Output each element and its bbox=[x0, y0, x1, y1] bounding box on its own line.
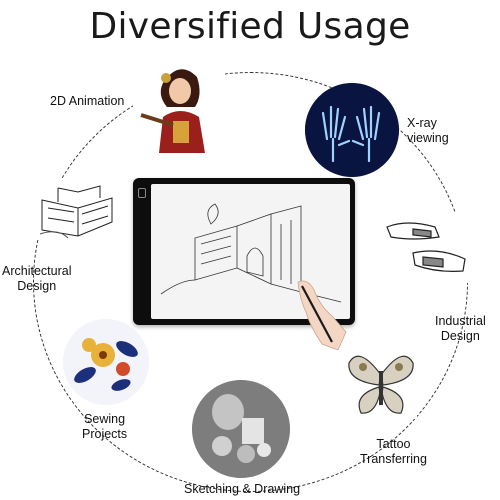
label-architectural: Architectural Design bbox=[2, 264, 72, 293]
still-life-sketch-icon bbox=[192, 380, 290, 478]
thumb-industrial bbox=[383, 213, 471, 283]
goggles-sketch-icon bbox=[386, 222, 466, 272]
label-industrial: Industrial Design bbox=[435, 314, 486, 343]
label-sewing: Sewing Projects bbox=[82, 412, 128, 441]
thumb-2d-animation bbox=[133, 55, 225, 153]
thumb-architectural bbox=[38, 178, 116, 240]
thumb-tattoo bbox=[345, 345, 417, 419]
page-title: Diversified Usage bbox=[89, 6, 411, 47]
label-2d-animation: 2D Animation bbox=[50, 94, 125, 108]
xray-hands-icon bbox=[305, 83, 399, 177]
power-button bbox=[138, 188, 146, 198]
thumb-xray bbox=[305, 83, 399, 177]
thumb-sewing bbox=[63, 319, 149, 405]
label-sketching: Sketching & Drawing bbox=[184, 482, 301, 496]
flower-pattern-icon bbox=[63, 319, 149, 405]
hand-pencil-icon bbox=[297, 280, 347, 351]
label-xray: X-ray viewing bbox=[407, 116, 449, 145]
thumb-sketching bbox=[192, 380, 290, 478]
character-illustration-icon bbox=[140, 69, 205, 153]
hand-with-pencil bbox=[292, 272, 350, 351]
architecture-sketch-icon bbox=[39, 185, 113, 239]
label-tattoo: Tattoo Transferring bbox=[360, 437, 427, 466]
butterfly-tattoo-icon bbox=[348, 355, 414, 414]
led-light-pad-icon bbox=[160, 203, 342, 303]
